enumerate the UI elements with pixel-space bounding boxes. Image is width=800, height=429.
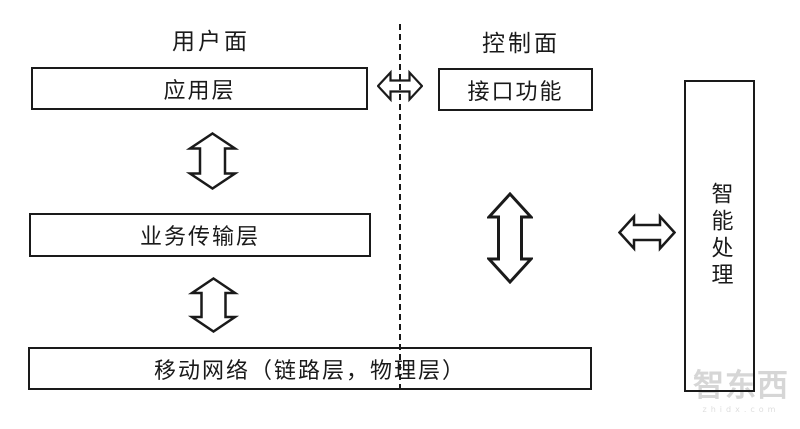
intelligent-processing-label: 智能处理 xyxy=(707,182,733,290)
user-plane-label: 用户面 xyxy=(172,29,250,55)
application-layer-label: 应用层 xyxy=(163,78,236,104)
plane-separator-dashed-line xyxy=(399,24,401,390)
mobile-network-label: 移动网络（链路层，物理层） xyxy=(153,358,466,384)
intelligent-processing-box: 智能处理 xyxy=(684,80,755,392)
control-plane-label: 控制面 xyxy=(482,31,560,57)
application-layer-box: 应用层 xyxy=(31,67,368,110)
double-arrow-vertical-transport-mobile-icon xyxy=(185,277,242,333)
watermark-domain: zhidx.com xyxy=(702,405,780,414)
interface-function-label: 接口功能 xyxy=(467,79,564,105)
double-arrow-horizontal-intelligent-icon xyxy=(618,212,676,253)
double-arrow-vertical-control-plane-icon xyxy=(487,192,533,284)
service-transport-layer-box: 业务传输层 xyxy=(29,213,371,257)
mobile-network-box: 移动网络（链路层，物理层） xyxy=(28,347,592,390)
double-arrow-vertical-app-transport-icon xyxy=(183,132,242,190)
interface-function-box: 接口功能 xyxy=(438,68,593,111)
service-transport-layer-label: 业务传输层 xyxy=(139,225,260,250)
